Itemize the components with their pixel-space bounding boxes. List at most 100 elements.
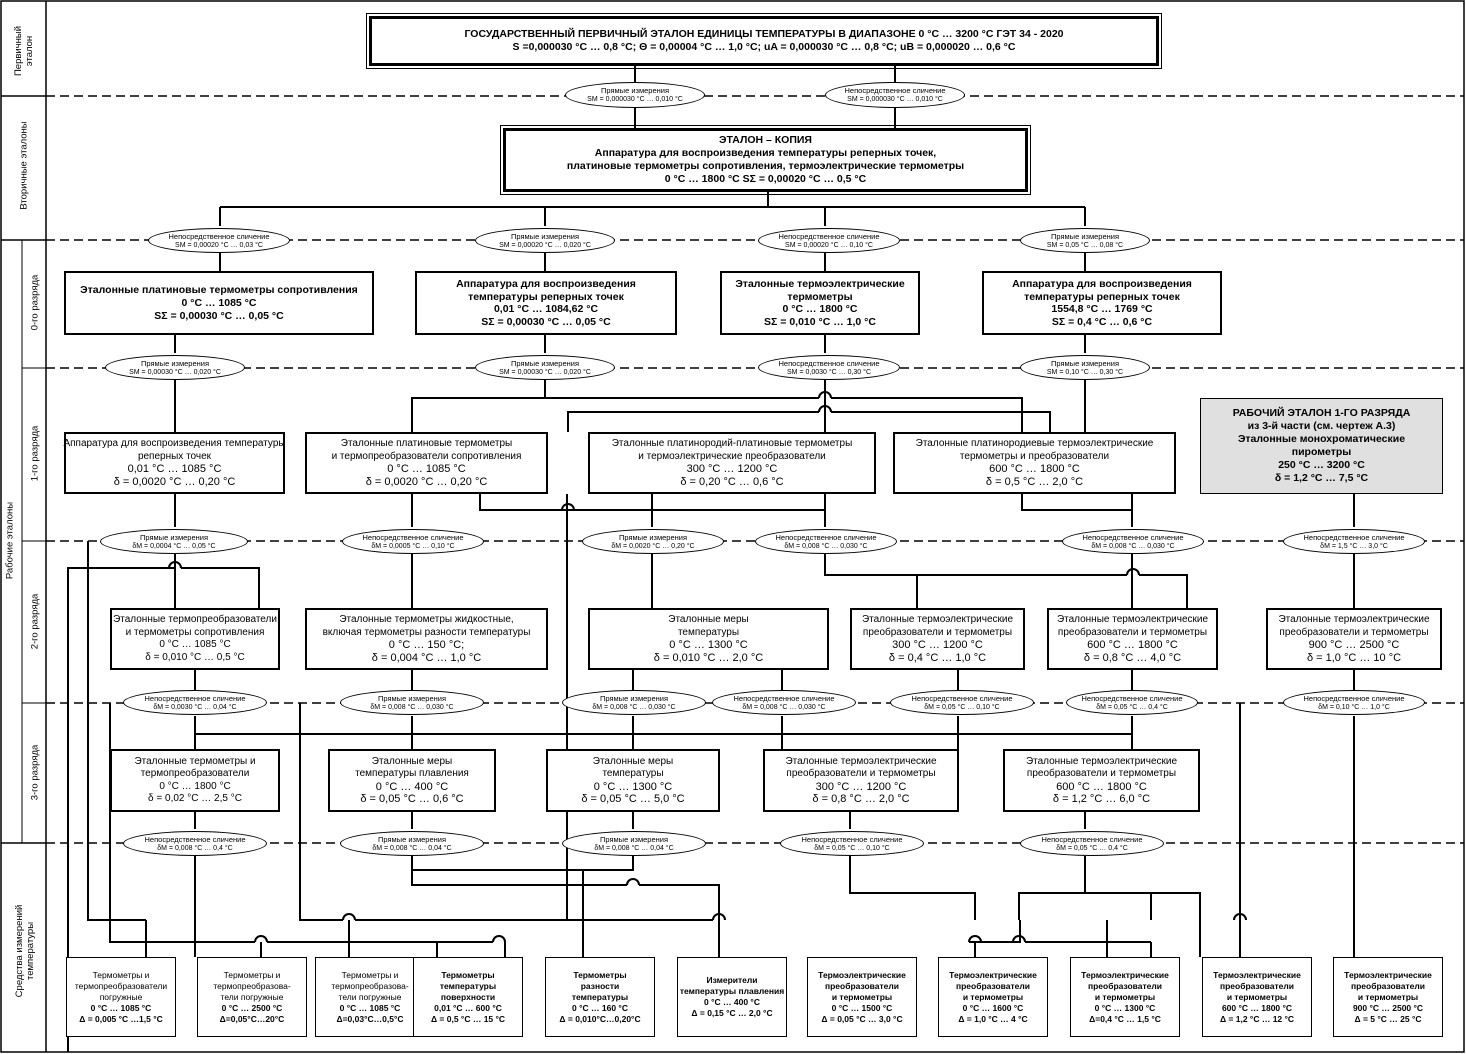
r2-6-uncert: δ = 1,0 °С … 10 °С: [1306, 651, 1402, 664]
instrument-d-text: 900 °С … 2500 °С: [1352, 1002, 1424, 1013]
method-label: Непосредственное сличение: [1041, 834, 1143, 844]
method-uncertainty: δМ = 0,05 °С … 0,10 °С: [814, 844, 890, 852]
r1-4-range: 600 °С … 1800 °С: [989, 463, 1080, 475]
instrument-e-text: Δ=0,05°С…20°С: [219, 1013, 285, 1024]
instrument-e-text: Δ = 0,05 °С … 3,0 °С: [821, 1013, 903, 1024]
r0-3-title: Эталонные термоэлектрические: [735, 278, 905, 290]
r2-1-title: Эталонные термопреобразователи: [113, 614, 277, 625]
method-uncertainty: δМ = 0,008 °С … 0,04 °С: [372, 844, 452, 852]
r3-5-title: Эталонные термоэлектрические: [1025, 755, 1178, 767]
r0-2-range: 0,01 °С … 1084,62 °С: [493, 303, 599, 315]
method-uncertainty: δМ = 0,008 °С … 0,4 °С: [157, 844, 233, 852]
r0-2-uncert: SΣ = 0,00030 °С … 0,05 °С: [481, 315, 611, 328]
method-uncertainty: δМ = 0,05 °С … 0,4 °С: [1096, 703, 1168, 711]
r2-5-title: Эталонные термоэлектрические: [1056, 614, 1209, 625]
secondary-title: ЭТАЛОН – КОПИЯ: [719, 134, 812, 146]
r1-2-title-b: и термопреобразователи сопротивления: [331, 450, 522, 462]
method-uncertainty: SМ = 0,000030 °С … 0,010 °С: [587, 96, 683, 103]
r2-4-uncert: δ = 0,4 °С … 1,0 °С: [888, 651, 987, 664]
instrument-b-text: термопреобразова-: [331, 980, 409, 991]
r2-5-range: 600 °С … 1800 °С: [1087, 639, 1178, 651]
method-uncertainty: δМ = 0,008 °С … 0,030 °С: [1091, 542, 1175, 550]
instrument-c-text: тели погружные: [220, 991, 284, 1002]
instrument-b-text: преобразователи: [955, 980, 1031, 991]
instrument-d-text: 0 °С … 400 °С: [704, 997, 760, 1007]
r1-1-range: 0,01 °С … 1085 °С: [127, 463, 222, 475]
method-uncertainty: δМ = 0,008 °С … 0,04 °С: [594, 844, 674, 852]
instrument-b-text: температуры плавления: [679, 986, 785, 996]
method-label: Прямые измерения: [618, 532, 688, 542]
instrument-a-text: Термометры и: [92, 969, 150, 980]
instrument-a-text: Измерители: [706, 975, 758, 985]
r3-4-title-b: преобразователи и термометры: [786, 768, 936, 779]
r0-3-title-b: термометры: [787, 290, 853, 303]
method-label: Непосредственное сличение: [1303, 693, 1405, 703]
instrument-a-text: Термометры и: [341, 969, 399, 980]
instrument-c-text: погружные: [99, 991, 143, 1002]
primary-standard-box: ГОСУДАРСТВЕННЫЙ ПЕРВИЧНЫЙ ЭТАЛОН ЕДИНИЦЫ…: [366, 13, 1162, 69]
method-label: Прямые измерения: [600, 86, 670, 95]
instrument-d-text: 0 °С … 1300 °С: [1094, 1002, 1156, 1013]
r2-5-uncert: δ = 0,8 °С … 4,0 °С: [1083, 651, 1182, 664]
r2-4-title: Эталонные термоэлектрические: [861, 614, 1014, 625]
r0-1-range: 0 °С … 1085 °С: [181, 296, 257, 309]
r2-box-4: Эталонные термоэлектрические преобразова…: [850, 608, 1025, 670]
instrument-d-text: 600 °С … 1800 °С: [1221, 1002, 1293, 1013]
r2-1-title-b: и термометры сопротивления: [125, 626, 265, 638]
method-label: Непосредственное сличение: [1303, 532, 1405, 542]
r2-5-title-b: преобразователи и термометры: [1057, 626, 1208, 638]
side-label-means: Средства измерений температуры: [14, 904, 36, 998]
secondary-desc-1: Аппаратура для воспроизведения температу…: [594, 147, 937, 159]
instrument-a-text: Термоэлектрические: [949, 969, 1037, 980]
method-uncertainty: δМ = 0,008 °С … 0,030 °С: [592, 703, 676, 711]
r1-box-2: Эталонные платиновые термометры и термоп…: [305, 432, 548, 494]
method-uncertainty: δМ = 0,008 °С … 0,030 °С: [742, 703, 826, 711]
method-label: Непосредственное сличение: [778, 231, 880, 241]
instrument-c-text: температуры: [571, 991, 629, 1002]
r2-2-uncert: δ = 0,004 °С … 1,0 °С: [371, 651, 482, 664]
r1-5-title: РАБОЧИЙ ЭТАЛОН 1-ГО РАЗРЯДА: [1232, 407, 1411, 419]
r1-3-title: Эталонные платинородий-платиновые термом…: [611, 438, 853, 449]
method-label: Прямые измерения: [510, 231, 580, 241]
r2-box-3: Эталонные меры температуры 0 °С … 1300 °…: [588, 608, 829, 670]
method-label: Прямые измерения: [377, 834, 447, 844]
r2-3-title: Эталонные меры: [668, 614, 749, 625]
r0-1-uncert: SΣ = 0,00030 °С … 0,05 °С: [154, 309, 284, 322]
r2-box-2: Эталонные термометры жидкостные, включая…: [305, 608, 548, 670]
r1-5-desc-b: пирометры: [1291, 446, 1352, 458]
instrument-e-text: Δ = 0,5 °С … 15 °С: [430, 1013, 506, 1024]
method-label: Непосредственное сличение: [144, 693, 246, 703]
r0-3-uncert: SΣ = 0,010 °С … 1,0 °С: [764, 315, 876, 328]
r3-box-1: Эталонные термометры и термопреобразоват…: [110, 749, 280, 812]
method-uncertainty: SМ = 0,00020 °С … 0,03 °С: [175, 241, 263, 249]
instrument-c-text: тели погружные: [338, 991, 402, 1002]
method-uncertainty: SМ = 0,10 °С … 0,30 °С: [1046, 368, 1124, 376]
instrument-c-text: и термометры: [1226, 991, 1288, 1002]
r3-3-title: Эталонные меры: [592, 755, 674, 767]
instrument-e-text: Δ = 1,2 °С … 12 °С: [1219, 1013, 1295, 1024]
method-label: Непосредственное сличение: [168, 231, 270, 241]
side-label-secondary: Вторичные эталоны: [18, 121, 30, 210]
r0-box-3: Эталонные термоэлектрические термометры …: [720, 271, 920, 335]
r1-box-pyrometer: РАБОЧИЙ ЭТАЛОН 1-ГО РАЗРЯДА из 3-й части…: [1200, 398, 1443, 494]
r3-4-uncert: δ = 0,8 °С … 2,0 °С: [812, 793, 910, 805]
r3-2-range: 0 °С … 400 °С: [375, 780, 449, 793]
r0-box-1: Эталонные платиновые термометры сопротив…: [64, 271, 374, 335]
method-label: Прямые измерения: [1050, 231, 1120, 241]
r0-4-title-b: температуры реперных точек: [1024, 290, 1180, 303]
instrument-e-text: Δ = 0,005 °С …1,5 °С: [79, 1013, 163, 1024]
r1-1-title-b: реперных точек: [137, 450, 212, 462]
